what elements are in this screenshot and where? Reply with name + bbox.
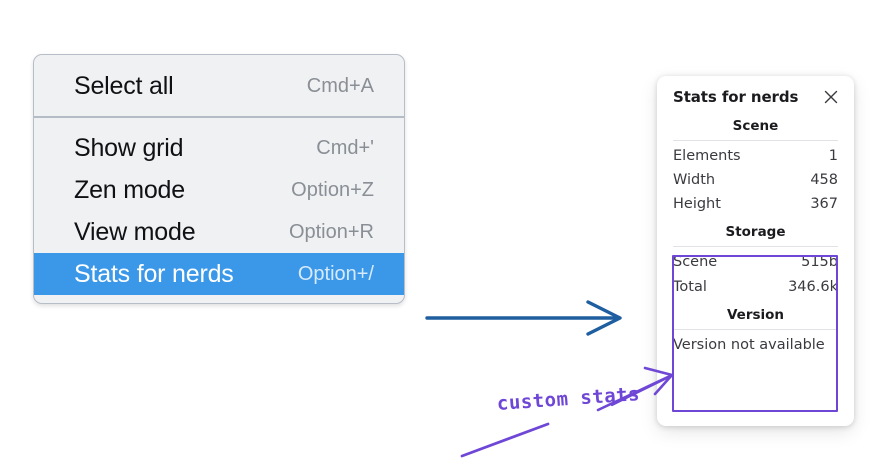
stat-key: Scene [673,254,718,271]
stat-row-height: Height 367 [673,192,838,216]
stat-row-elements: Elements 1 [673,144,838,168]
stat-value: 367 [810,196,838,213]
stat-value: 1 [828,148,838,164]
section-heading-storage: Storage [725,224,786,241]
context-menu[interactable]: Select all Cmd+A Show grid Cmd+' Zen mod… [33,54,405,304]
divider [673,328,838,330]
version-value: Version not available [673,336,825,353]
stats-panel-body: Scene Elements 1 Width 458 Height 367 St… [657,110,854,356]
menu-item-shortcut: Option+R [288,220,374,243]
stats-panel-header: Stats for nerds [657,76,854,110]
stat-key: Height [673,196,721,213]
menu-item-label: View mode [74,217,196,246]
menu-item-label: Show grid [74,133,184,162]
menu-item-shortcut: Option+Z [291,178,374,201]
stats-for-nerds-panel[interactable]: Stats for nerds Scene Elements 1 Width 4… [657,76,854,426]
menu-item-shortcut: Cmd+' [316,136,374,159]
stat-key: Width [673,172,716,189]
stat-row-storage-total: Total 346.6k [673,275,838,299]
menu-item-label: Zen mode [74,175,185,204]
menu-item-view-mode[interactable]: View mode Option+R [34,211,404,253]
stat-key: Total [673,278,707,295]
purple-underline-stroke [460,422,550,458]
divider [673,140,838,141]
menu-item-select-all[interactable]: Select all Cmd+A [34,65,404,107]
menu-group-2: Show grid Cmd+' Zen mode Option+Z View m… [34,118,404,303]
stat-value: 346.6k [788,278,838,295]
menu-item-show-grid[interactable]: Show grid Cmd+' [34,127,404,169]
stats-panel-title: Stats for nerds [673,88,799,106]
close-icon[interactable] [822,88,840,106]
stat-value: 515b [801,254,838,271]
stat-key: Elements [673,148,741,164]
section-heading-version: Version [726,306,785,323]
menu-item-shortcut: Cmd+A [306,74,374,97]
menu-group-1: Select all Cmd+A [34,55,404,118]
divider [673,246,838,248]
section-heading-scene: Scene [732,118,779,134]
stat-row-width: Width 458 [673,168,838,192]
stat-value: 458 [810,172,838,189]
custom-stats-annotation-label: custom stats [496,383,641,415]
menu-item-stats-for-nerds[interactable]: Stats for nerds Option+/ [34,253,404,295]
menu-item-shortcut: Option+/ [297,262,374,285]
blue-arrow [425,300,622,336]
menu-item-label: Select all [74,71,174,100]
menu-item-label: Stats for nerds [74,259,234,288]
stat-row-storage-scene: Scene 515b [673,250,838,274]
menu-item-zen-mode[interactable]: Zen mode Option+Z [34,169,404,211]
